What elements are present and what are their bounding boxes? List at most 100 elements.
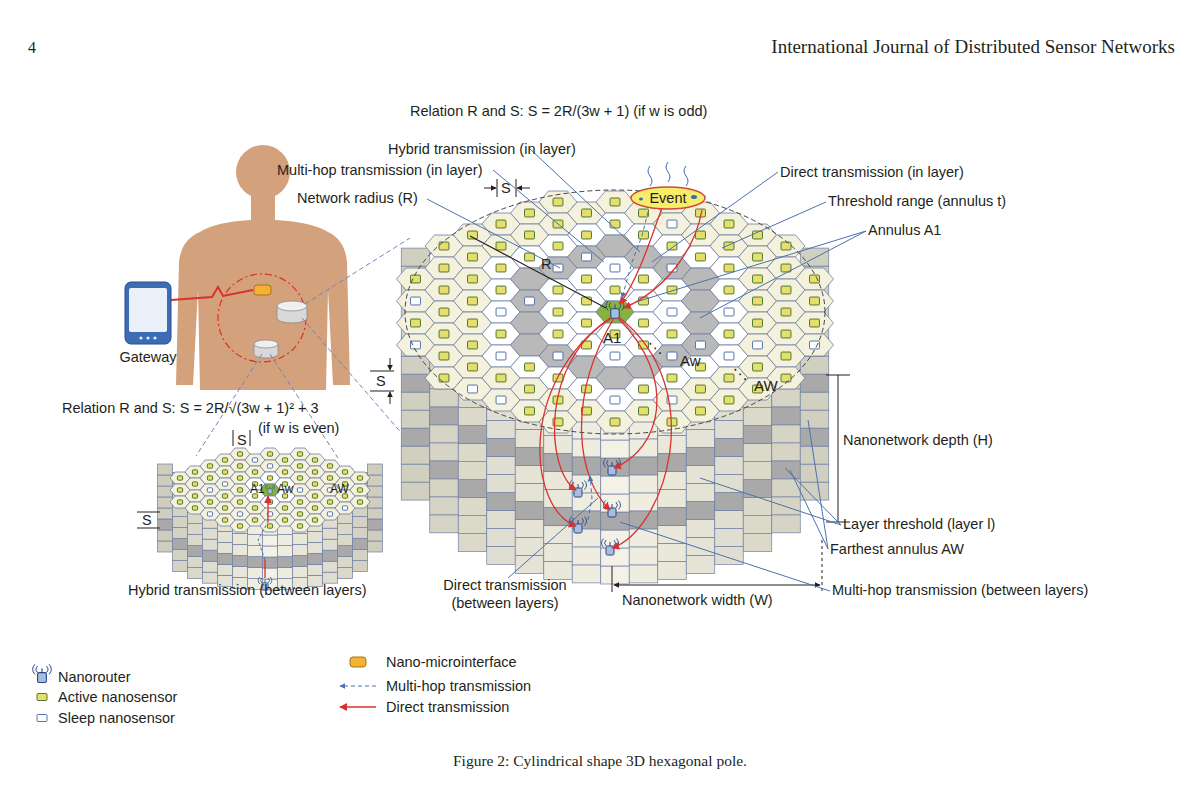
event-particle xyxy=(639,198,643,201)
router-antenna xyxy=(612,504,613,508)
router-antenna xyxy=(41,668,42,672)
active-nanosensor xyxy=(237,476,242,480)
callout-label: ⋱ xyxy=(648,340,663,358)
active-nanosensor xyxy=(753,275,763,283)
leader-line xyxy=(790,470,828,549)
legend-swatch xyxy=(33,664,52,682)
active-nanosensor xyxy=(282,518,287,522)
sleep-nanosensor xyxy=(667,220,677,228)
zoom-guides xyxy=(196,238,410,458)
active-nanosensor xyxy=(312,482,317,486)
active-nanosensor xyxy=(177,476,182,480)
pole-layer-cell xyxy=(487,528,516,546)
width-bracket xyxy=(612,566,613,592)
body-torso xyxy=(176,220,350,390)
zoom-guide-line xyxy=(305,238,410,304)
pole-hexagon xyxy=(350,484,370,496)
spacing-tick xyxy=(250,430,251,446)
active-nanosensor xyxy=(192,482,197,486)
pole-layer-cell xyxy=(293,533,308,544)
active-nanosensor xyxy=(667,330,677,338)
pole-layer-cell xyxy=(158,508,173,519)
hybrid-transmission xyxy=(264,560,265,578)
active-nanosensor xyxy=(810,297,820,305)
active-nanosensor xyxy=(312,458,317,462)
sleep-nanosensor xyxy=(237,512,242,516)
pole-layer-cell xyxy=(458,516,487,534)
active-nanosensor xyxy=(781,308,791,316)
active-nanosensor xyxy=(222,458,227,462)
direct-transmission xyxy=(612,318,671,548)
active-nanosensor xyxy=(282,458,287,462)
pole-layer-cell xyxy=(203,539,218,550)
pole-layer-cell xyxy=(278,546,293,557)
pole-layer-cell xyxy=(544,489,573,507)
callout-label: S xyxy=(376,373,386,391)
sleep-nanosensor xyxy=(327,512,332,516)
sleep-nanosensor xyxy=(753,341,763,349)
active-nanosensor xyxy=(297,500,302,504)
layer-threshold-cell xyxy=(430,461,459,479)
pole-hexagon xyxy=(796,290,834,312)
implant-top xyxy=(277,301,307,311)
pole-layer-cell xyxy=(658,435,687,453)
callout-label: A1 xyxy=(250,482,265,497)
active-nanosensor xyxy=(192,470,197,474)
leader-line xyxy=(508,498,598,578)
sleep-nanosensor xyxy=(724,352,734,360)
pole-layer-cell xyxy=(203,572,218,583)
pole-layer-cell xyxy=(278,535,293,546)
layer-threshold-cell xyxy=(353,539,368,550)
active-nanosensor xyxy=(639,407,649,415)
callout-label: Hybrid transmission (in layer) xyxy=(388,141,576,159)
layer-threshold-cell xyxy=(686,501,715,519)
layer-threshold-cell xyxy=(293,555,308,566)
active-nanosensor xyxy=(781,352,791,360)
callout-label: Threshold range (annulus t) xyxy=(828,193,1006,211)
pole-layer-cell xyxy=(487,474,516,492)
pole-hexagon xyxy=(350,472,370,484)
pole-layer-cell xyxy=(686,537,715,555)
sleep-nanosensor xyxy=(252,458,257,462)
active-nanosensor xyxy=(525,231,535,239)
sleep-nanosensor xyxy=(468,385,478,393)
active-nanosensor xyxy=(553,198,563,206)
sleep-nanosensor xyxy=(610,396,620,404)
active-nanosensor xyxy=(357,476,362,480)
layer-threshold-cell xyxy=(218,553,233,564)
pole-layer-cell xyxy=(515,537,544,555)
sleep-nanosensor xyxy=(411,297,421,305)
leader-line xyxy=(620,522,830,591)
depth-bracket xyxy=(826,375,850,376)
sleep-nanosensor xyxy=(496,308,506,316)
layer-threshold-cell xyxy=(515,501,544,519)
layer-threshold-cell xyxy=(487,438,516,456)
pole-layer-cell xyxy=(353,517,368,528)
active-nanosensor xyxy=(237,524,242,528)
pole-layer-cell xyxy=(188,557,203,568)
pole-layer-cell xyxy=(353,561,368,572)
pole-layer-cell xyxy=(629,547,658,565)
event-ellipse xyxy=(631,187,705,209)
pole-layer-cell xyxy=(658,561,687,579)
tablet-button xyxy=(146,336,149,339)
active-nanosensor xyxy=(667,374,677,382)
active-nanosensor xyxy=(496,286,506,294)
pole-layer-cell xyxy=(658,525,687,543)
callout-label: Direct transmission (between layers) xyxy=(430,577,580,612)
pole-layer-cell xyxy=(800,410,829,428)
pole-layer-cell xyxy=(401,392,430,410)
node-label: Gateway xyxy=(108,348,188,366)
layer-threshold-cell xyxy=(658,453,687,471)
active-nanosensor xyxy=(222,494,227,498)
pole-layer-cell xyxy=(772,425,801,443)
layer-threshold-cell xyxy=(308,553,323,564)
active-nanosensor xyxy=(207,500,212,504)
pole-layer-cell xyxy=(368,541,383,552)
active-nanosensor xyxy=(439,264,449,272)
active-nanosensor xyxy=(237,500,242,504)
legend-text: Direct transmission xyxy=(386,699,509,716)
pole-layer-cell xyxy=(572,565,601,583)
layer-threshold-cell xyxy=(743,426,772,444)
leader-line xyxy=(808,420,828,549)
